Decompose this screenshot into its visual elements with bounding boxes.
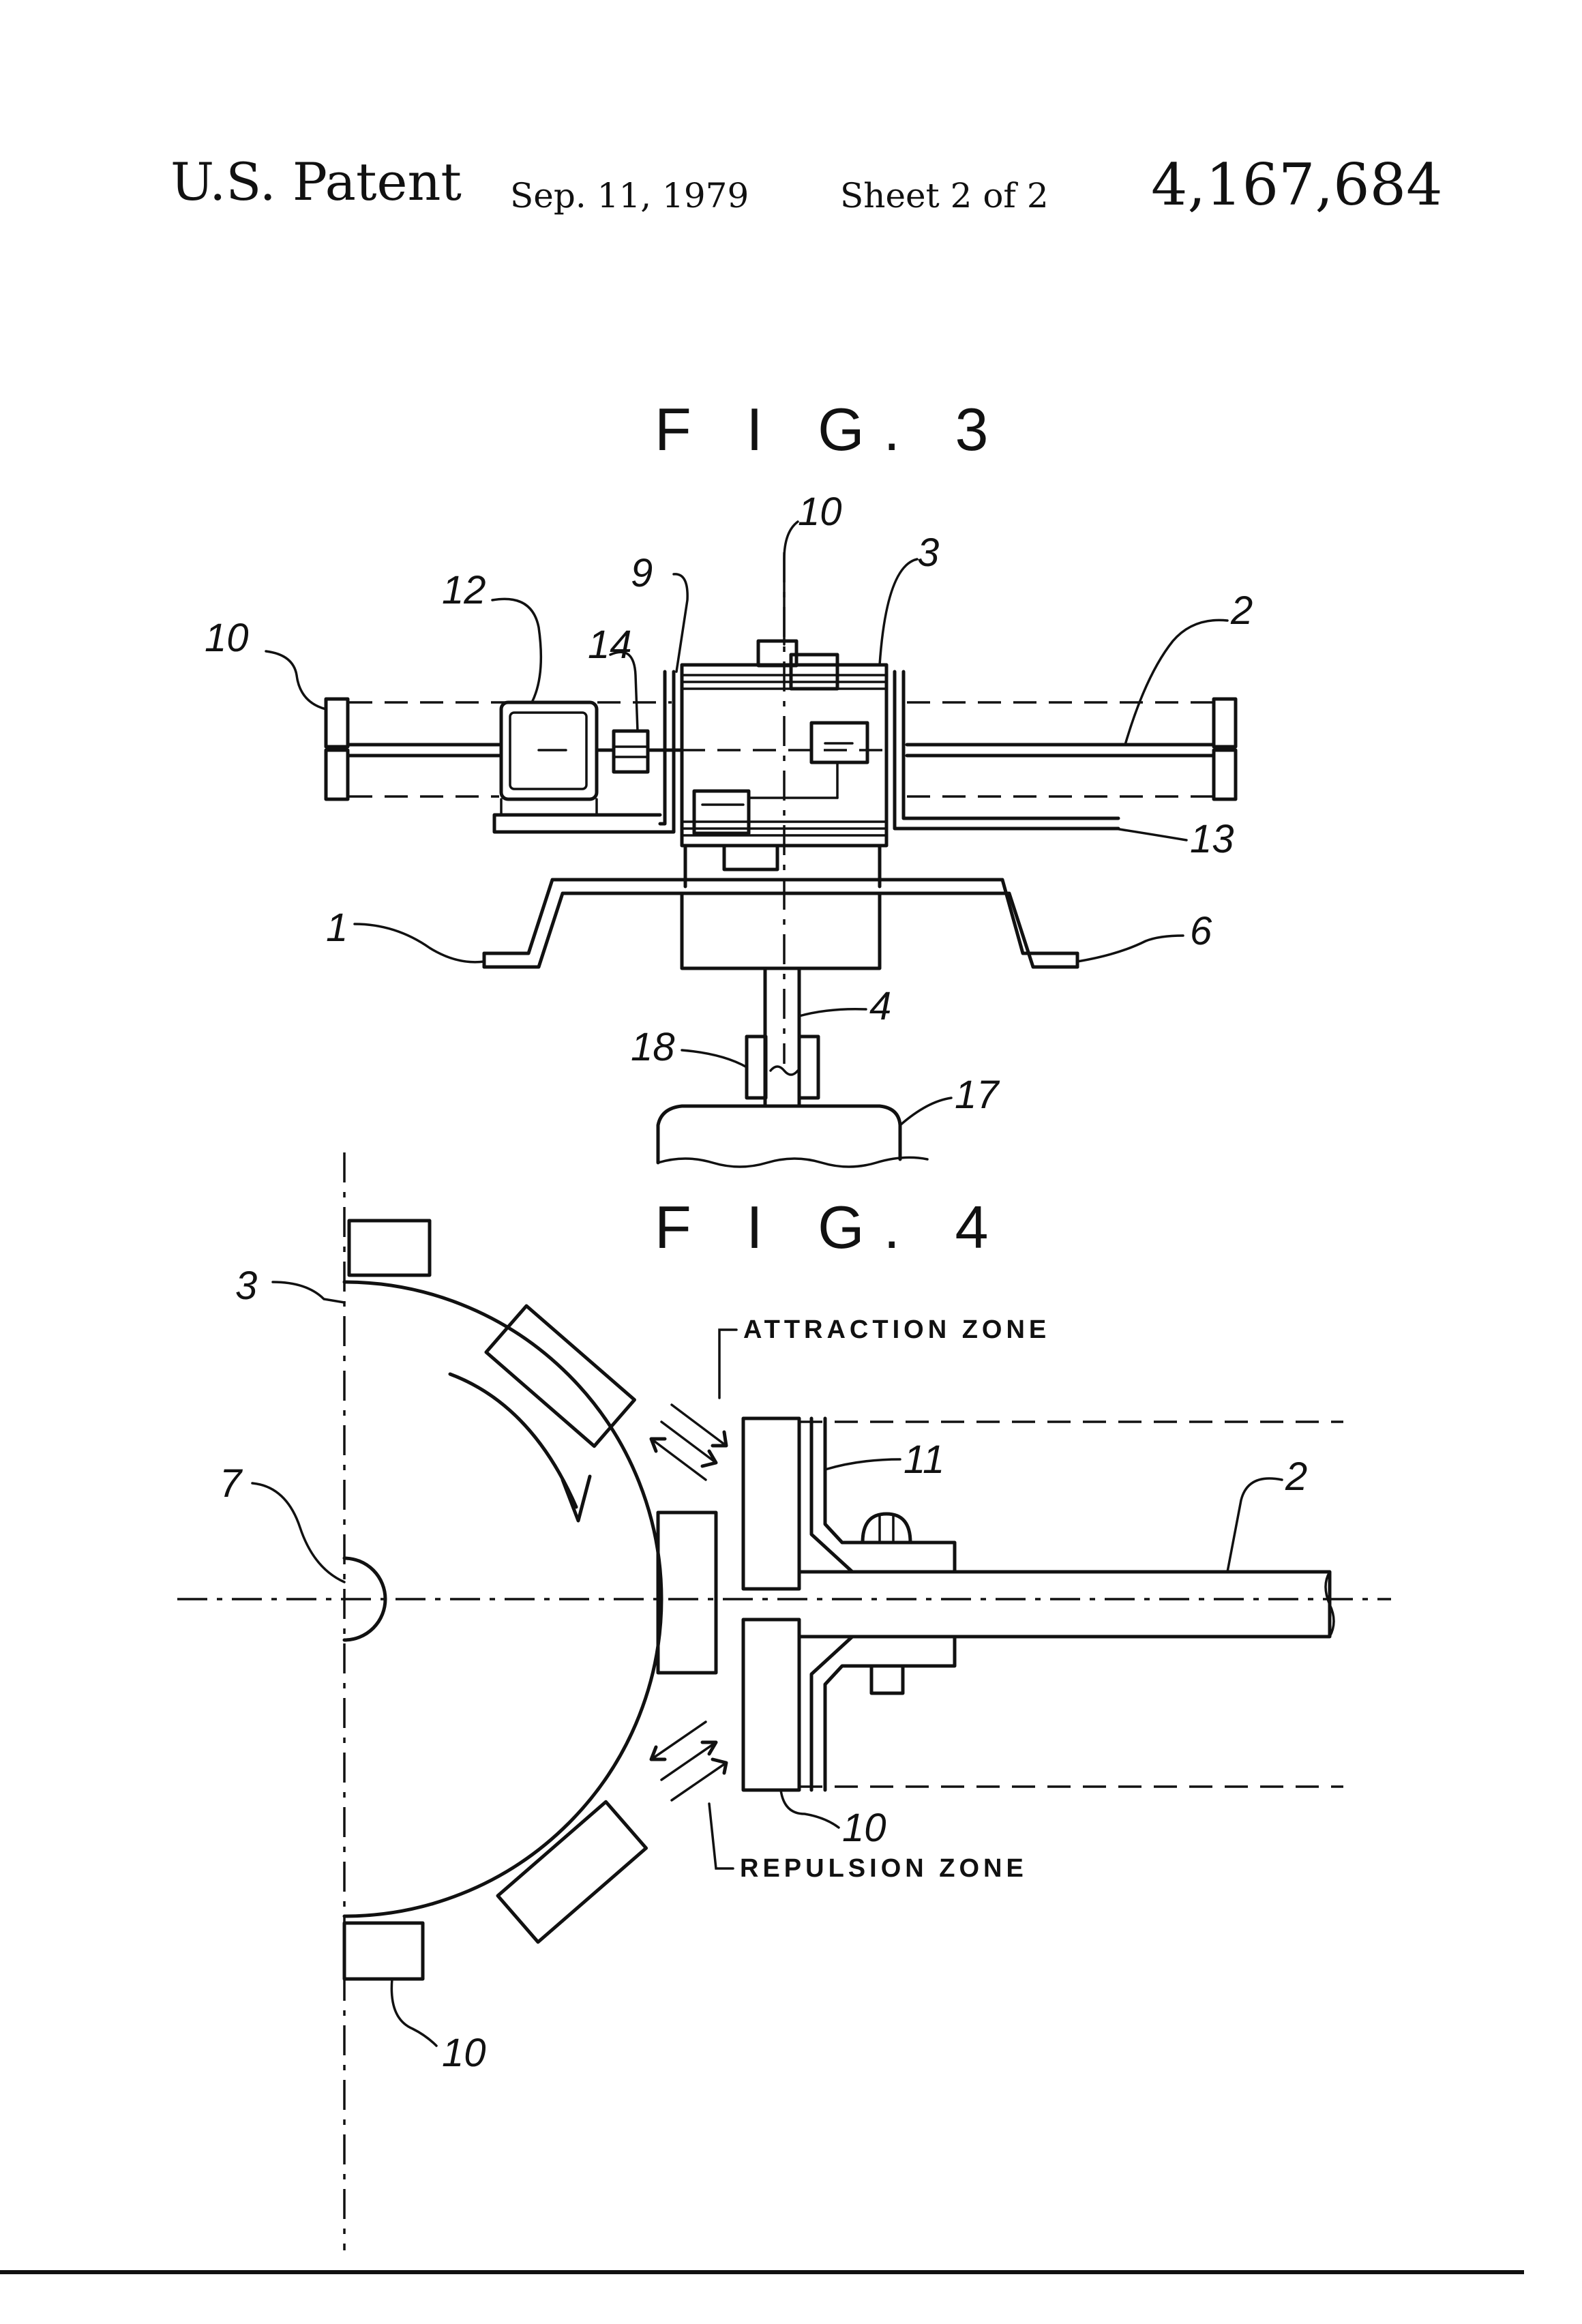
fig3-bearing-left xyxy=(747,1037,766,1098)
fig3-label-13: 13 xyxy=(1190,817,1234,861)
fig3-left-bracket-outer xyxy=(660,672,665,824)
fig4-angle-bracket-bottom-inner xyxy=(825,1637,955,1790)
fig4-label-3: 3 xyxy=(235,1264,257,1308)
fig4-leader-7 xyxy=(252,1483,344,1582)
fig4-stator-magnet-lower xyxy=(743,1620,799,1790)
fig3-leader-3 xyxy=(880,559,917,665)
fig3-label-12: 12 xyxy=(442,568,486,612)
fig3-label-3: 3 xyxy=(917,531,939,575)
fig3-leader-9 xyxy=(674,574,687,672)
fig3-title: F I G. 3 xyxy=(655,396,1007,463)
fig4-rotor-magnet-bottom xyxy=(344,1923,423,1979)
fig3-generator xyxy=(614,731,648,772)
fig3-motor-base xyxy=(494,815,660,822)
fig3-label-4: 4 xyxy=(869,984,891,1028)
fig4-rotor-magnet-upper-diag xyxy=(486,1306,635,1446)
fig3-leader-12 xyxy=(492,599,541,702)
fig4-bolt-head xyxy=(863,1514,910,1543)
fig3-leader-6 xyxy=(1077,936,1183,962)
fig4-leader-3 xyxy=(273,1282,344,1302)
fig4-label-2: 2 xyxy=(1285,1455,1307,1499)
fig4-angle-bracket-bottom xyxy=(811,1637,852,1790)
fig3-right-magnet-upper xyxy=(1214,699,1236,747)
fig4-stator-arm xyxy=(799,1572,1330,1637)
fig3-label-6: 6 xyxy=(1190,909,1212,953)
fig3-label-18: 18 xyxy=(631,1025,675,1069)
fig4-label-11: 11 xyxy=(904,1437,944,1482)
fig4-rotation-arrow xyxy=(450,1374,576,1507)
fig3-leader-17 xyxy=(900,1098,951,1125)
fig3-right-magnet-lower xyxy=(1214,750,1236,799)
fig3-bearing-break xyxy=(771,1067,798,1075)
fig4-rotor-magnet-middle xyxy=(658,1513,716,1673)
fig3-leader-10a xyxy=(266,651,326,709)
fig4-angle-bracket-top xyxy=(811,1418,852,1572)
fig4-label-10-bottom: 10 xyxy=(442,2031,486,2075)
fig4-repulsion-leader xyxy=(709,1804,733,1868)
fig3-left-magnet-upper xyxy=(326,699,348,747)
fig4-attraction-arrows xyxy=(651,1405,726,1480)
fig3-bearing-right xyxy=(799,1037,818,1098)
fig3-leader-1 xyxy=(355,924,484,962)
fig3-leader-18 xyxy=(682,1050,747,1067)
fig3-drum-bottom-tab xyxy=(724,846,777,869)
fig4-leader-10-right xyxy=(781,1790,839,1828)
fig3-label-2: 2 xyxy=(1230,589,1253,633)
fig3-leader-10b xyxy=(784,522,798,644)
figure-3: F I G. 3 xyxy=(205,396,1253,1167)
fig3-label-1: 1 xyxy=(326,906,348,950)
fig3-ground xyxy=(658,1106,900,1163)
fig3-label-10-top: 10 xyxy=(798,490,842,534)
fig4-stator-magnet-upper xyxy=(743,1418,799,1589)
fig4-leader-10-bottom xyxy=(391,1979,436,2046)
fig4-leader-2 xyxy=(1227,1478,1282,1572)
fig4-title: F I G. 4 xyxy=(655,1193,1007,1261)
fig3-label-9: 9 xyxy=(631,551,653,595)
fig4-repulsion-zone-label: REPULSION ZONE xyxy=(740,1854,1028,1883)
fig3-leader-4 xyxy=(799,1009,866,1016)
fig3-frame-right-outer xyxy=(880,893,1077,967)
fig3-label-14: 14 xyxy=(588,623,632,667)
fig4-attraction-leader xyxy=(719,1330,736,1398)
fig4-leader-11 xyxy=(825,1459,900,1470)
fig3-rotor-drum xyxy=(682,665,886,846)
fig3-frame-top xyxy=(484,880,1077,953)
fig4-attraction-zone-label: ATTRACTION ZONE xyxy=(743,1315,1050,1344)
fig3-left-magnet-lower xyxy=(326,750,348,799)
fig3-lower-hub xyxy=(682,893,880,968)
fig3-right-bracket xyxy=(895,672,1118,829)
fig3-ground-break xyxy=(658,1157,927,1167)
fig4-repulsion-arrows xyxy=(651,1722,726,1800)
figure-4: F I G. 4 xyxy=(177,1152,1391,2250)
fig4-nut xyxy=(871,1666,903,1693)
fig4-label-10-right: 10 xyxy=(842,1806,886,1850)
fig3-drum-lower-magnet xyxy=(694,791,749,833)
fig3-label-10-left: 10 xyxy=(205,616,249,660)
fig3-label-17: 17 xyxy=(955,1073,1000,1117)
fig4-label-7: 7 xyxy=(220,1461,243,1506)
fig3-leader-13 xyxy=(1115,829,1186,840)
fig4-rotor-magnet-top xyxy=(349,1221,430,1275)
fig4-rotor-magnet-lower-diag xyxy=(498,1802,646,1942)
